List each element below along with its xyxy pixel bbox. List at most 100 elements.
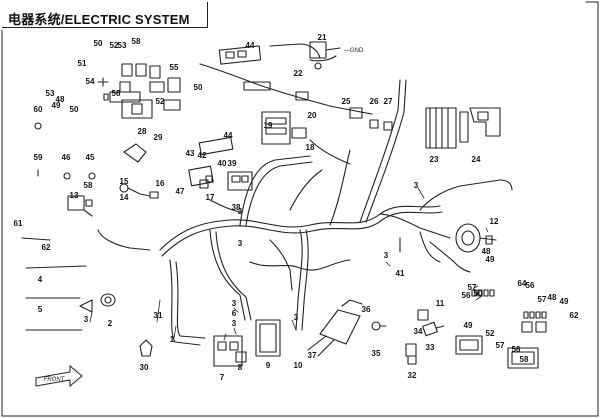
callout-64: 64 [518, 279, 527, 288]
callout-43: 43 [186, 149, 195, 158]
top-cable [199, 43, 373, 115]
voltage-regulator [425, 107, 469, 149]
coupler-36 [371, 321, 387, 331]
connectors-39-43 [199, 175, 213, 189]
bracket-30 [139, 339, 153, 357]
callout-58-3: 58 [520, 355, 529, 364]
callout-49-1: 49 [52, 101, 61, 110]
callout-51: 51 [78, 59, 87, 68]
callout-16: 16 [156, 179, 165, 188]
leader-lines [89, 187, 489, 341]
callout-21: 21 [318, 33, 327, 42]
main-wire-harness [97, 79, 513, 346]
callout-60: 60 [34, 105, 43, 114]
callout-44-2: 44 [224, 131, 233, 140]
handlebar-switch [198, 45, 262, 156]
callout-54: 54 [86, 77, 95, 86]
loose-parts-left [21, 237, 93, 331]
callout-56-1: 56 [112, 89, 121, 98]
callout-10: 10 [294, 361, 303, 370]
callout-56-3: 56 [526, 281, 535, 290]
callout-42: 42 [198, 151, 207, 160]
callout-45: 45 [86, 153, 95, 162]
callout-58-1: 58 [132, 37, 141, 46]
callout-28: 28 [138, 127, 147, 136]
callout-56-2: 56 [462, 291, 471, 300]
callout-39: 39 [228, 159, 237, 168]
callout-53-1: 53 [118, 41, 127, 50]
callout-32: 32 [408, 371, 417, 380]
callout-50-3: 50 [194, 83, 203, 92]
callout-3-5: 3 [384, 251, 389, 260]
callout-44-1: 44 [246, 41, 255, 50]
callout-14: 14 [120, 193, 129, 202]
callout-50-4: 50 [474, 289, 483, 298]
callout-26: 26 [370, 97, 379, 106]
callout-11: 11 [436, 299, 445, 308]
horn [455, 223, 497, 253]
callout-6: 6 [232, 309, 237, 318]
callout-55: 55 [170, 63, 179, 72]
callout-48-1: 48 [56, 95, 65, 104]
mounting-bracket [469, 107, 501, 137]
title-box: 电器系统/ELECTRIC SYSTEM [2, 2, 208, 28]
callout-27: 27 [384, 97, 393, 106]
callout-50-1: 50 [94, 39, 103, 48]
connector-cluster-right [455, 289, 547, 369]
callout-52-2: 52 [156, 97, 165, 106]
connectors-14-16 [119, 183, 159, 199]
callout-57-1: 57 [468, 283, 477, 292]
bracket-28 [123, 143, 147, 163]
callout-41: 41 [396, 269, 405, 278]
callout-48-3: 48 [548, 293, 557, 302]
callout-17: 17 [206, 193, 215, 202]
front-label: FRONT [44, 377, 66, 383]
callout-57-2: 57 [538, 295, 547, 304]
callout-13: 13 [70, 191, 79, 200]
callout-40: 40 [218, 159, 227, 168]
ecu-module [255, 319, 281, 357]
callout-34: 34 [414, 327, 423, 336]
callout-18: 18 [306, 143, 315, 152]
callout-3-8: 3 [238, 207, 243, 216]
callout-3-2: 3 [232, 299, 237, 308]
callout-49-3: 49 [464, 321, 473, 330]
callout-9: 9 [266, 361, 271, 370]
callout-52-3: 52 [486, 329, 495, 338]
relay-cluster [97, 63, 181, 119]
callout-2: 2 [108, 319, 113, 328]
callout-57-3: 57 [496, 341, 505, 350]
callout-22: 22 [294, 69, 303, 78]
speed-sensor [309, 41, 341, 70]
callout-15: 15 [120, 177, 129, 186]
callout-52-1: 52 [110, 41, 119, 50]
callout-61: 61 [14, 219, 23, 228]
callout-8: 8 [238, 363, 243, 372]
fuse-box [261, 111, 307, 145]
callout-5: 5 [38, 305, 43, 314]
callout-49-4: 49 [560, 297, 569, 306]
callout-3-3: 3 [232, 319, 237, 328]
callout-1: 1 [170, 335, 175, 344]
callout-7: 7 [220, 373, 225, 382]
callout-24: 24 [472, 155, 481, 164]
callout-31: 31 [154, 311, 163, 320]
callout-56-4: 56 [512, 345, 521, 354]
small-fasteners [34, 122, 96, 180]
callout-23: 23 [430, 155, 439, 164]
callout-58-2: 58 [84, 181, 93, 190]
relay-block-38 [188, 165, 253, 191]
sensor-connectors [405, 321, 445, 365]
front-arrow: FRONT [35, 364, 83, 388]
ignition-cable [307, 299, 363, 357]
callout-62-2: 62 [570, 311, 579, 320]
callout-36: 36 [362, 305, 371, 314]
callout-53-2: 53 [46, 89, 55, 98]
callout-50-2: 50 [70, 105, 79, 114]
ground-label: —GND [344, 48, 364, 54]
callout-12: 12 [490, 217, 499, 226]
